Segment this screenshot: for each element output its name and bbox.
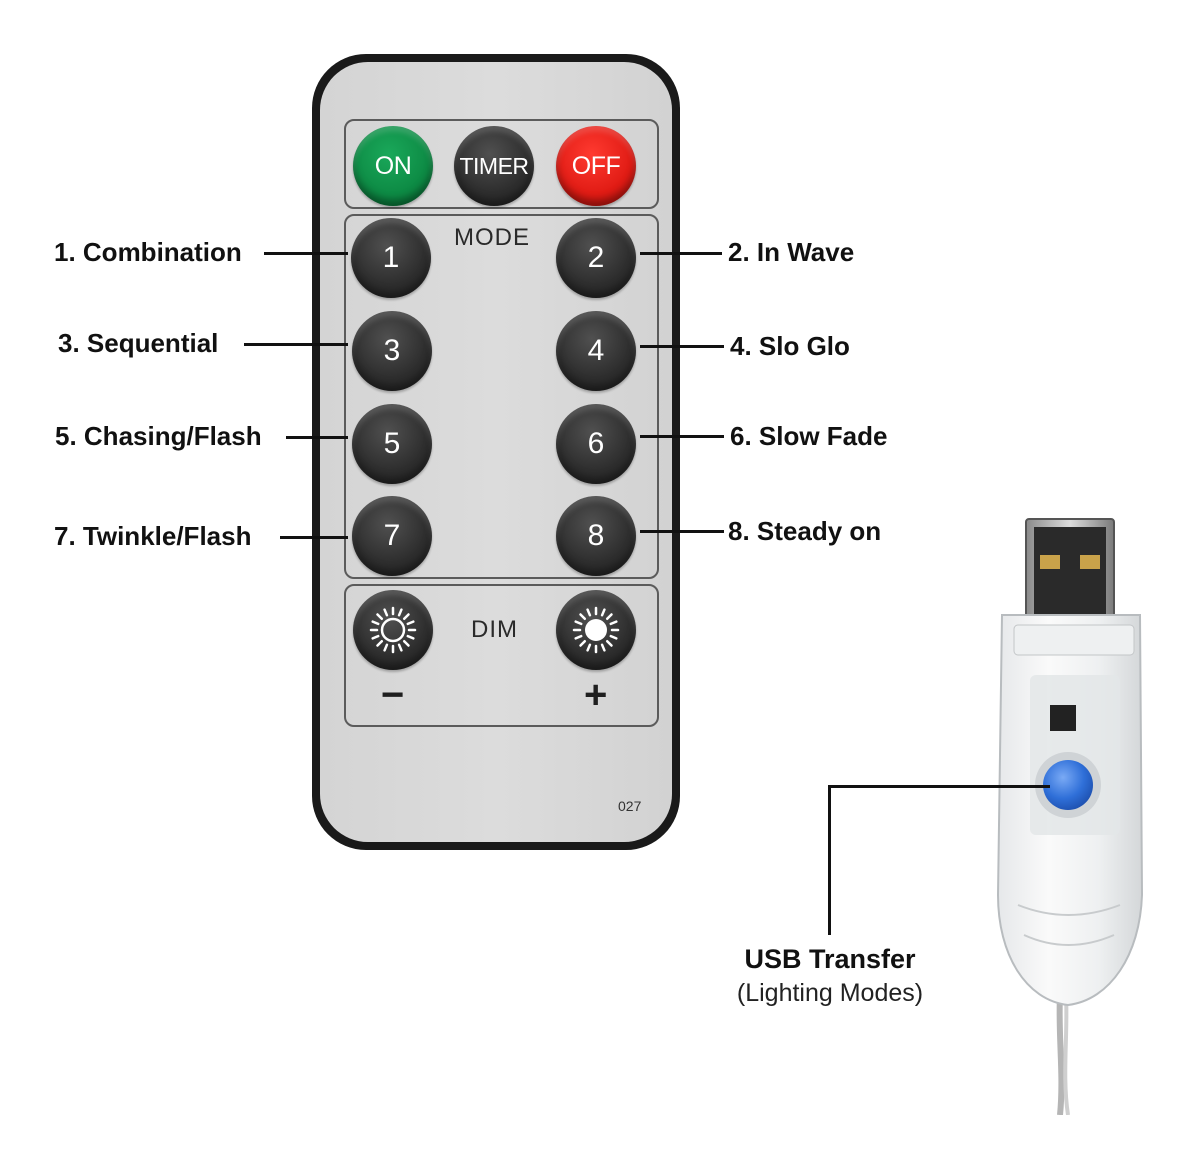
leader-line-8 (640, 530, 724, 533)
callout-mode-7: 7. Twinkle/Flash (54, 521, 252, 551)
off-button-label: OFF (571, 151, 621, 180)
mode-7-button[interactable]: 7 (352, 496, 432, 576)
sun-filled-icon (572, 606, 620, 654)
power-timer-panel (344, 119, 659, 209)
dim-up-button[interactable] (556, 590, 636, 670)
mode-1-label: 1 (382, 241, 400, 274)
usb-leader-vertical (828, 785, 831, 935)
usb-title: USB Transfer (744, 944, 916, 974)
callout-mode-3: 3. Sequential (58, 328, 219, 358)
dim-minus-sign: − (381, 673, 405, 717)
remote-control: ON TIMER OFF MODE 1 2 3 4 5 6 7 (312, 54, 680, 850)
usb-controller (996, 518, 1144, 1115)
leader-line-2 (640, 252, 722, 255)
timer-button-label: TIMER (459, 152, 529, 179)
mode-3-label: 3 (383, 334, 401, 367)
usb-subtitle: (Lighting Modes) (736, 979, 924, 1007)
usb-caption: USB Transfer (Lighting Modes) (700, 944, 960, 1008)
leader-line-1 (264, 252, 348, 255)
callout-mode-8: 8. Steady on (728, 516, 882, 546)
mode-panel (344, 214, 659, 579)
mode-6-button[interactable]: 6 (556, 404, 636, 484)
model-number: 027 (618, 798, 642, 814)
leader-line-3 (244, 343, 348, 346)
mode-8-label: 8 (587, 519, 605, 552)
mode-5-button[interactable]: 5 (352, 404, 432, 484)
mode-6-label: 6 (587, 427, 605, 460)
mode-4-label: 4 (587, 334, 605, 367)
dim-title: DIM (471, 616, 518, 643)
sun-outline-icon (369, 606, 417, 654)
leader-line-5 (286, 436, 348, 439)
timer-button[interactable]: TIMER (454, 126, 534, 206)
dim-down-button[interactable] (353, 590, 433, 670)
callout-mode-6: 6. Slow Fade (730, 421, 888, 451)
mode-3-button[interactable]: 3 (352, 311, 432, 391)
dim-panel (344, 584, 659, 727)
on-button[interactable]: ON (353, 126, 433, 206)
callout-mode-1: 1. Combination (54, 237, 242, 267)
mode-2-button[interactable]: 2 (556, 218, 636, 298)
mode-7-label: 7 (383, 519, 401, 552)
usb-mode-button-icon (1043, 760, 1093, 810)
off-button[interactable]: OFF (556, 126, 636, 206)
leader-line-4 (640, 345, 724, 348)
mode-5-label: 5 (383, 427, 401, 460)
mode-1-button[interactable]: 1 (351, 218, 431, 298)
callout-mode-4: 4. Slo Glo (730, 331, 850, 361)
leader-line-6 (640, 435, 724, 438)
on-button-label: ON (374, 151, 412, 180)
leader-line-7 (280, 536, 348, 539)
callout-mode-2: 2. In Wave (728, 237, 855, 267)
mode-4-button[interactable]: 4 (556, 311, 636, 391)
callout-mode-5: 5. Chasing/Flash (55, 421, 262, 451)
usb-leader-horizontal (828, 785, 1050, 788)
mode-title: MODE (454, 224, 530, 251)
remote-face: ON TIMER OFF MODE 1 2 3 4 5 6 7 (320, 62, 672, 842)
mode-8-button[interactable]: 8 (556, 496, 636, 576)
dim-plus-sign: + (584, 673, 608, 717)
mode-2-label: 2 (587, 241, 605, 274)
